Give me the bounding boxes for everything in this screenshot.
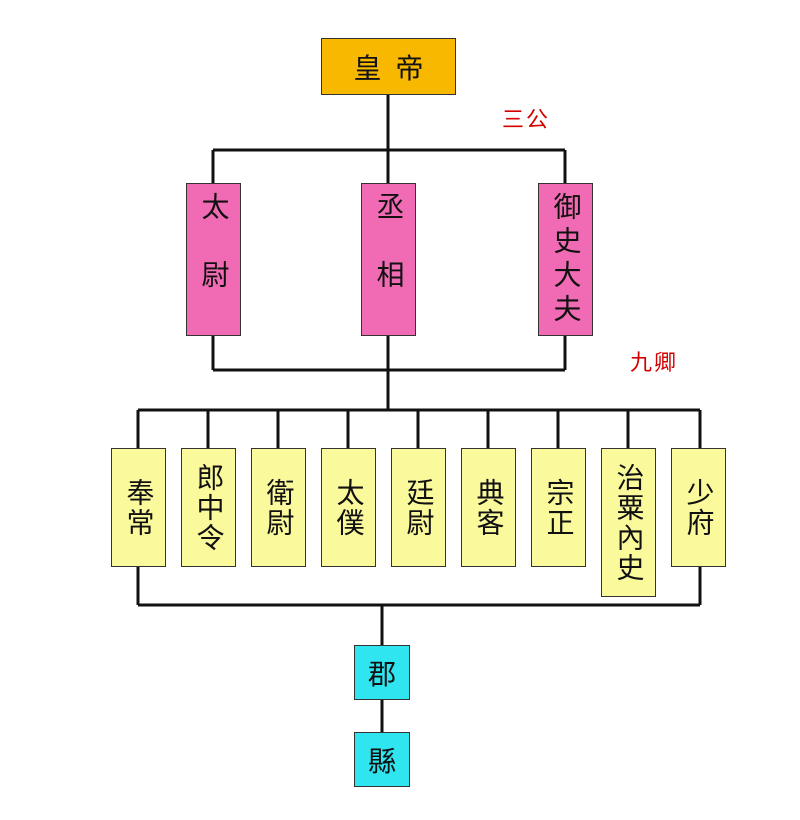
jiuqing-zongzheng-label: 宗正 [542, 477, 576, 538]
jiuqing-langzhongling-label: 郎中令 [192, 462, 226, 553]
jiuqing-zhisuneishi-label: 治粟內史 [612, 462, 646, 583]
sangong-yushidafu: 御史大夫 [538, 183, 593, 336]
emperor-box: 皇帝 [321, 38, 456, 95]
emperor-label: 皇帝 [353, 51, 438, 85]
jiuqing-shaofu-label: 少府 [682, 477, 716, 538]
jiuqing-taipu-label: 太僕 [332, 477, 366, 538]
sangong-taiwei-label: 太尉 [197, 191, 231, 328]
jiuqing-label: 九卿 [630, 351, 679, 376]
jiuqing-shaofu: 少府 [671, 448, 726, 567]
jiuqing-tingwei: 廷尉 [391, 448, 446, 567]
jiuqing-langzhongling: 郎中令 [181, 448, 236, 567]
jiuqing-weiwei-label: 衛尉 [262, 477, 296, 538]
sangong-label: 三公 [502, 108, 551, 133]
xian-box: 縣 [354, 732, 410, 787]
jiuqing-taipu: 太僕 [321, 448, 376, 567]
jiuqing-dianke-label: 典客 [472, 477, 506, 538]
jiuqing-dianke: 典客 [461, 448, 516, 567]
jiuqing-zongzheng: 宗正 [531, 448, 586, 567]
jun-box: 郡 [354, 645, 410, 700]
sangong-chengxiang: 丞相 [361, 183, 416, 336]
jiuqing-fengchang-label: 奉常 [122, 477, 156, 538]
jiuqing-fengchang: 奉常 [111, 448, 166, 567]
xian-label: 縣 [367, 744, 396, 778]
sangong-taiwei: 太尉 [186, 183, 241, 336]
jun-label: 郡 [367, 657, 396, 691]
sangong-yushidafu-label: 御史大夫 [549, 191, 583, 328]
sangong-chengxiang-label: 丞相 [372, 191, 406, 328]
jiuqing-zhisuneishi: 治粟內史 [601, 448, 656, 597]
jiuqing-weiwei: 衛尉 [251, 448, 306, 567]
jiuqing-tingwei-label: 廷尉 [402, 477, 436, 538]
